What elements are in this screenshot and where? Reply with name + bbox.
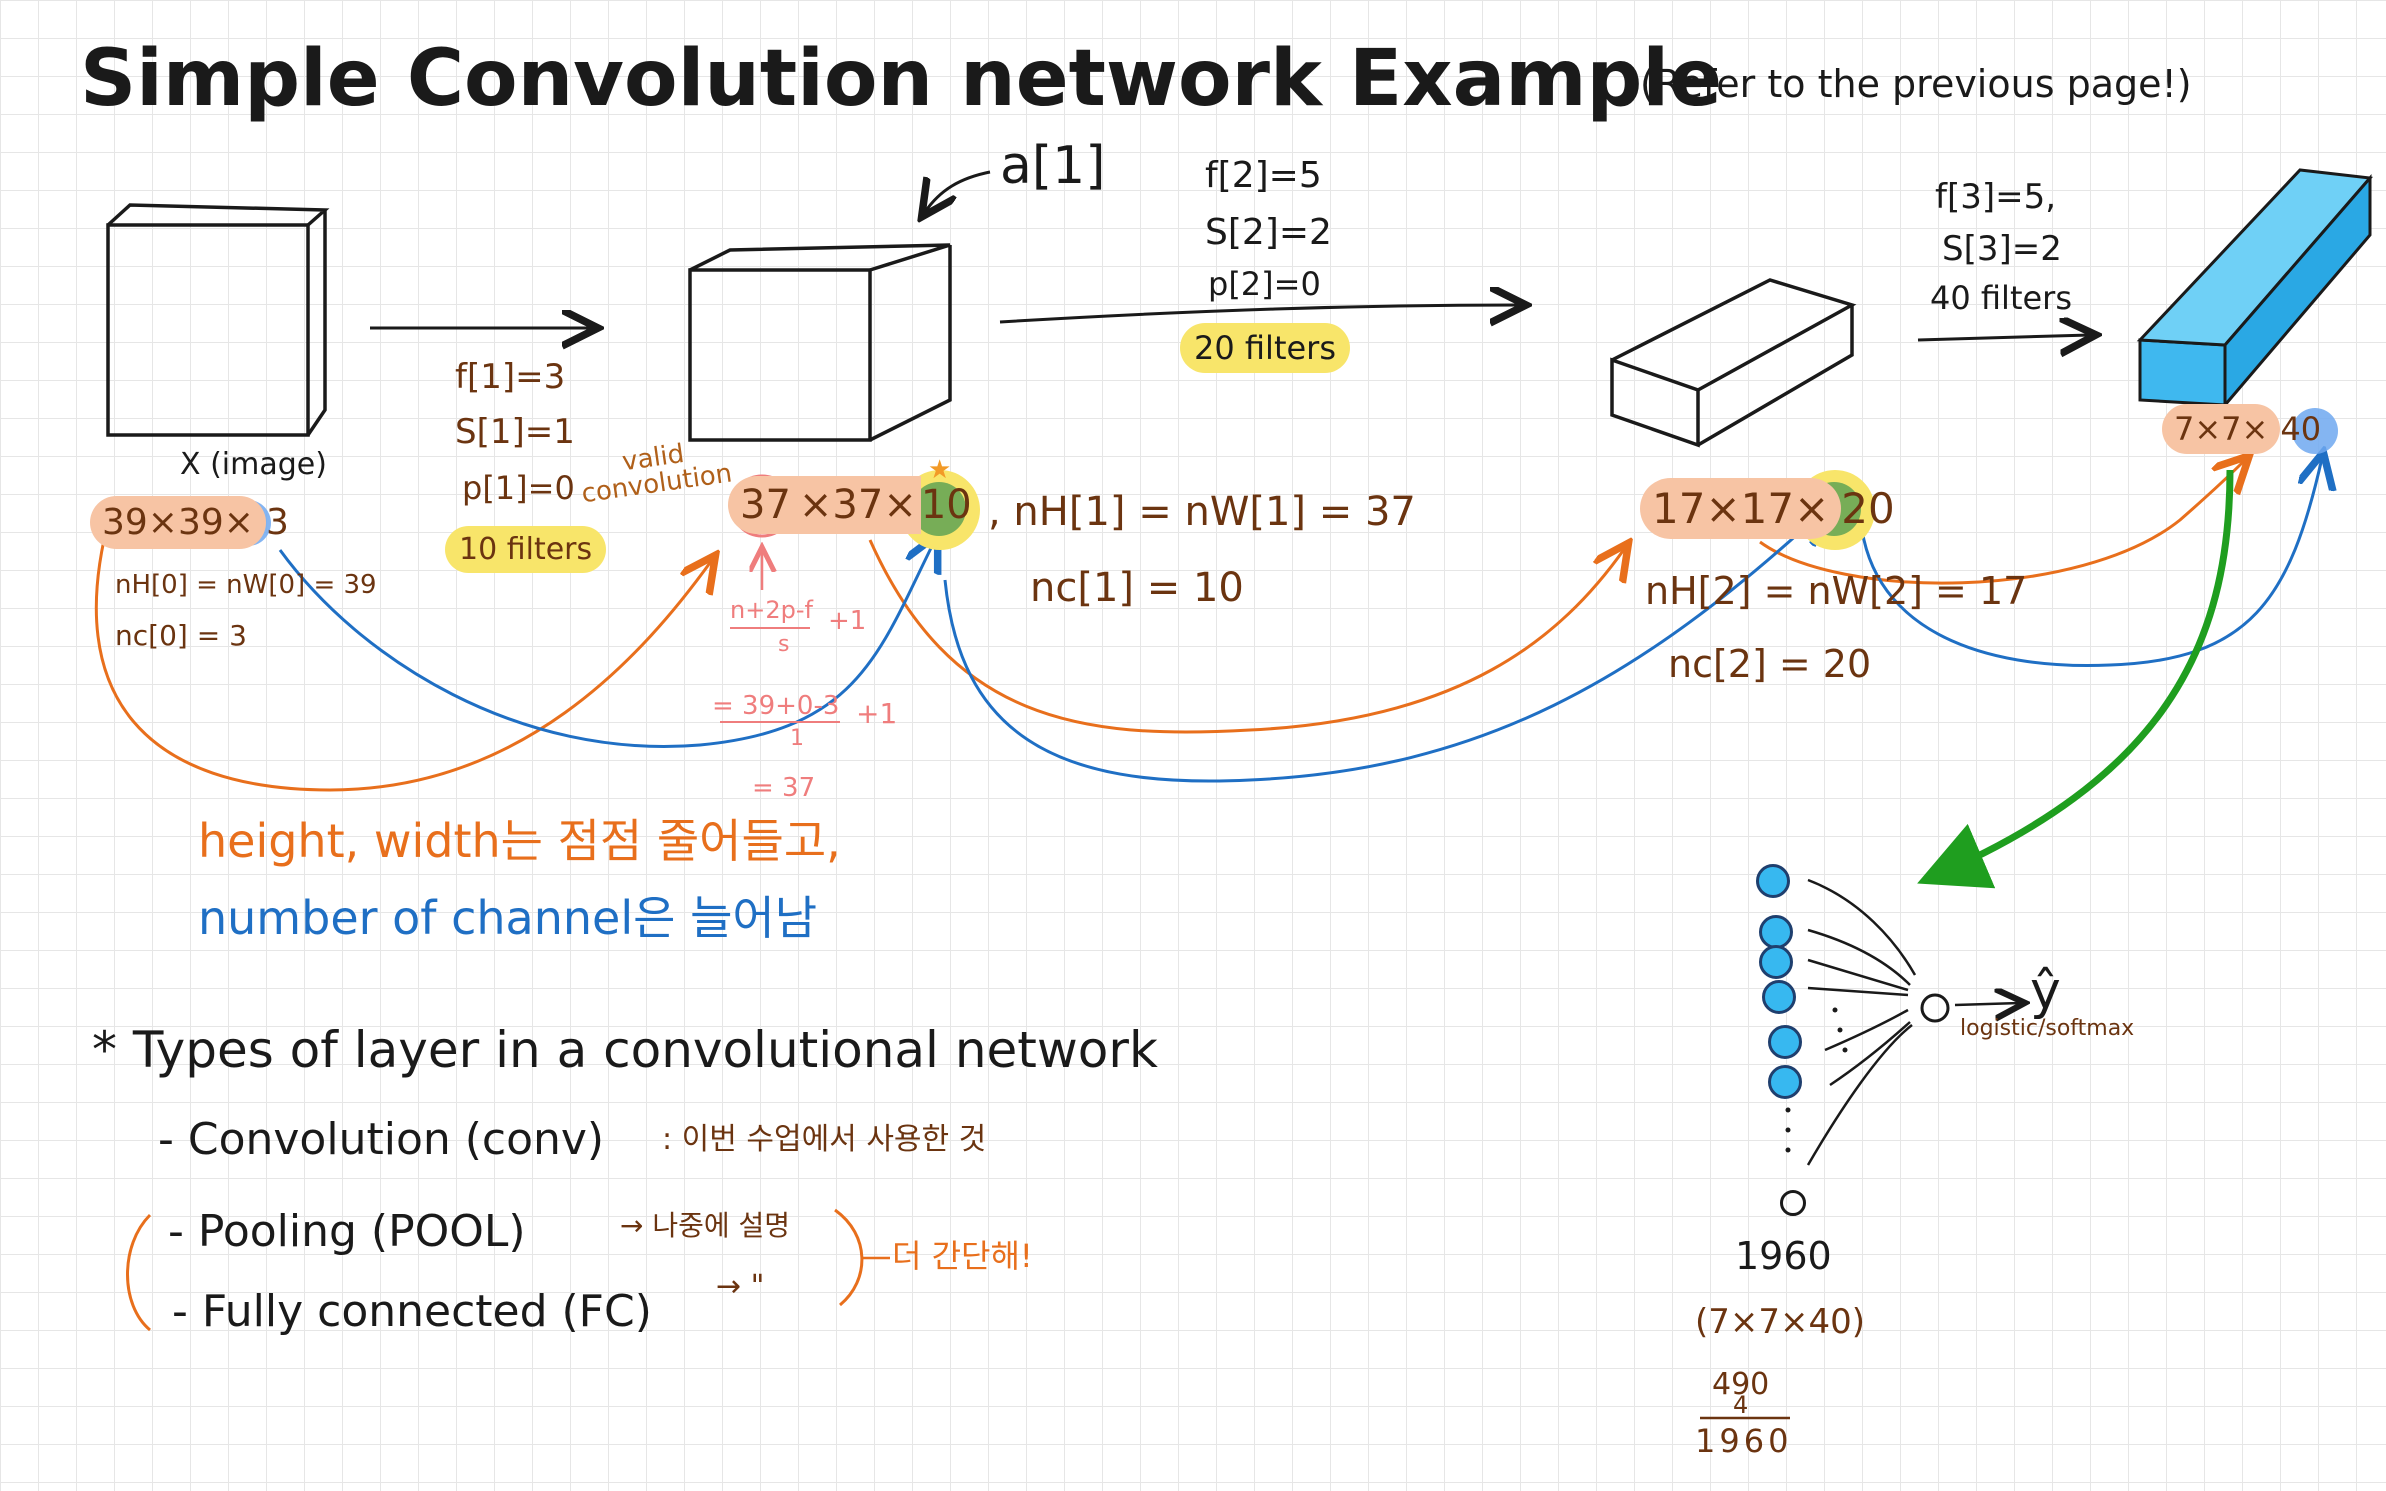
fc-mult-result: 1960 bbox=[1695, 1422, 1793, 1460]
star-icon: ★ bbox=[928, 455, 952, 485]
curve-orange-1-2 bbox=[868, 540, 1625, 734]
layer0-dims: 39×39×3 bbox=[90, 496, 289, 549]
calc-result: = 37 bbox=[752, 773, 816, 803]
fc-input-node bbox=[1768, 1065, 1802, 1099]
layer0-label: X (image) bbox=[180, 447, 327, 482]
note-height-width: height, width는 점점 줄어들고, bbox=[198, 814, 841, 868]
types-fc-note: → " bbox=[716, 1269, 765, 1304]
step3-filters: 40 filters bbox=[1930, 279, 2072, 317]
layer3-channels: 40 bbox=[2280, 410, 2322, 448]
arrow-step2 bbox=[999, 305, 1520, 322]
bracket-right bbox=[834, 1208, 864, 1307]
layer2-channels: 20 bbox=[1841, 484, 1895, 533]
step3-s: S[3]=2 bbox=[1942, 229, 2062, 269]
fc-input-node bbox=[1762, 980, 1796, 1014]
fc-net-edges bbox=[1806, 878, 1917, 1166]
arrow-green-flatten bbox=[1917, 469, 2234, 889]
bracket-left bbox=[126, 1213, 152, 1332]
layer3-dims-hw: 7×7× bbox=[2162, 404, 2281, 454]
formula-numerator: n+2p-f bbox=[730, 596, 813, 624]
arrow-step3 bbox=[1917, 335, 2090, 340]
layer1-channels: 10 bbox=[920, 482, 972, 528]
step1-filters-text: 10 filters bbox=[445, 526, 607, 573]
volume-layer2-box bbox=[1610, 278, 1857, 448]
fc-input-node bbox=[1759, 915, 1793, 949]
curve-blue-0-1 bbox=[278, 540, 935, 748]
page-title: Simple Convolution network Example bbox=[80, 34, 1722, 124]
formula-plus: +1 bbox=[828, 606, 867, 636]
step2-filters-text: 20 filters bbox=[1180, 323, 1350, 373]
fc-net-ellipsis bbox=[1785, 1007, 1848, 1153]
channel-dot-layer3 bbox=[2292, 408, 2338, 454]
layer2-nc: nc[2] = 20 bbox=[1668, 642, 1872, 686]
curve-orange-2-3 bbox=[1759, 460, 2245, 585]
calc-denominator: 1 bbox=[790, 726, 804, 751]
types-heading: * Types of layer in a convolutional netw… bbox=[92, 1021, 1158, 1079]
curve-orange-0-1 bbox=[94, 514, 712, 792]
fc-input-node bbox=[1759, 945, 1793, 979]
layer1-dims-h: 37 bbox=[728, 476, 795, 534]
types-conv-note: : 이번 수업에서 사용한 것 bbox=[662, 1122, 987, 1157]
layer0-channels: 3 bbox=[265, 502, 289, 543]
step3-f: f[3]=5, bbox=[1935, 177, 2057, 217]
types-conv: - Convolution (conv) bbox=[158, 1114, 605, 1165]
calc-plus: +1 bbox=[856, 697, 898, 730]
layer1-dims: 37×37×10 bbox=[728, 476, 972, 534]
fc-output-label: o bbox=[1925, 990, 1926, 991]
fc-count: 1960 bbox=[1735, 1234, 1832, 1278]
step2-filters: 20 filters bbox=[1180, 323, 1350, 373]
fc-mult-mid: 4 bbox=[1733, 1391, 1749, 1419]
volume-layer0-cube bbox=[106, 203, 330, 437]
calc-numerator: = 39+0-3 bbox=[712, 691, 840, 721]
fc-input-node-last bbox=[1780, 1190, 1806, 1216]
layer0-nc: nc[0] = 3 bbox=[115, 619, 247, 652]
types-pool: - Pooling (POOL) bbox=[168, 1206, 526, 1257]
layer1-nh: , nH[1] = nW[1] = 37 bbox=[988, 489, 1416, 535]
arrow-a1-pointer bbox=[925, 170, 991, 212]
curve-blue-1-2 bbox=[943, 512, 1822, 783]
layer2-dims-hw: 17×17× bbox=[1640, 478, 1842, 539]
channel-dot-layer1 bbox=[912, 482, 966, 536]
layer1-activation-label: a[1] bbox=[1000, 136, 1106, 196]
step2-f: f[2]=5 bbox=[1205, 155, 1322, 196]
curve-blue-2-3 bbox=[1860, 458, 2322, 667]
fc-input-node bbox=[1756, 864, 1790, 898]
volume-layer3-prism bbox=[2136, 168, 2373, 410]
layer2-nh: nH[2] = nW[2] = 17 bbox=[1645, 569, 2028, 613]
fc-activation: logistic/softmax bbox=[1960, 1016, 2135, 1041]
step1-f: f[1]=3 bbox=[455, 357, 566, 397]
fc-output-arrow bbox=[1954, 1003, 2020, 1005]
step2-p: p[2]=0 bbox=[1208, 265, 1321, 303]
layer0-nh: nH[0] = nW[0] = 39 bbox=[115, 570, 377, 600]
fc-input-node bbox=[1768, 1025, 1802, 1059]
types-pool-note: → 나중에 설명 bbox=[620, 1209, 791, 1242]
fc-arrow-label: → bbox=[1965, 990, 1966, 991]
step1-filters: 10 filters bbox=[445, 526, 607, 573]
note-channels: number of channel은 늘어남 bbox=[198, 891, 818, 945]
volume-layer1-cube bbox=[688, 243, 952, 442]
layer1-nc: nc[1] = 10 bbox=[1030, 565, 1244, 611]
formula-denominator: s bbox=[778, 632, 790, 657]
layer2-dims: 17×17×20 bbox=[1640, 478, 1895, 539]
fc-dims: (7×7×40) bbox=[1695, 1302, 1866, 1342]
fc-output-node bbox=[1920, 993, 1950, 1023]
layer3-dims: 7×7×40 bbox=[2162, 404, 2322, 454]
page-title-note: (Refer to the previous page!) bbox=[1640, 62, 2192, 106]
step1-s: S[1]=1 bbox=[455, 412, 575, 452]
step2-s: S[2]=2 bbox=[1205, 212, 1332, 253]
step1-p: p[1]=0 bbox=[462, 469, 575, 507]
fc-yhat: ŷ bbox=[2030, 961, 2061, 1021]
layer0-dims-hw: 39×39× bbox=[90, 496, 266, 549]
fc-mult-top: 490 bbox=[1712, 1367, 1770, 1402]
types-bracket-note: 더 간단해! bbox=[892, 1237, 1033, 1275]
layer1-dims-mid: ×37× bbox=[794, 476, 921, 534]
types-fc: - Fully connected (FC) bbox=[172, 1286, 652, 1337]
